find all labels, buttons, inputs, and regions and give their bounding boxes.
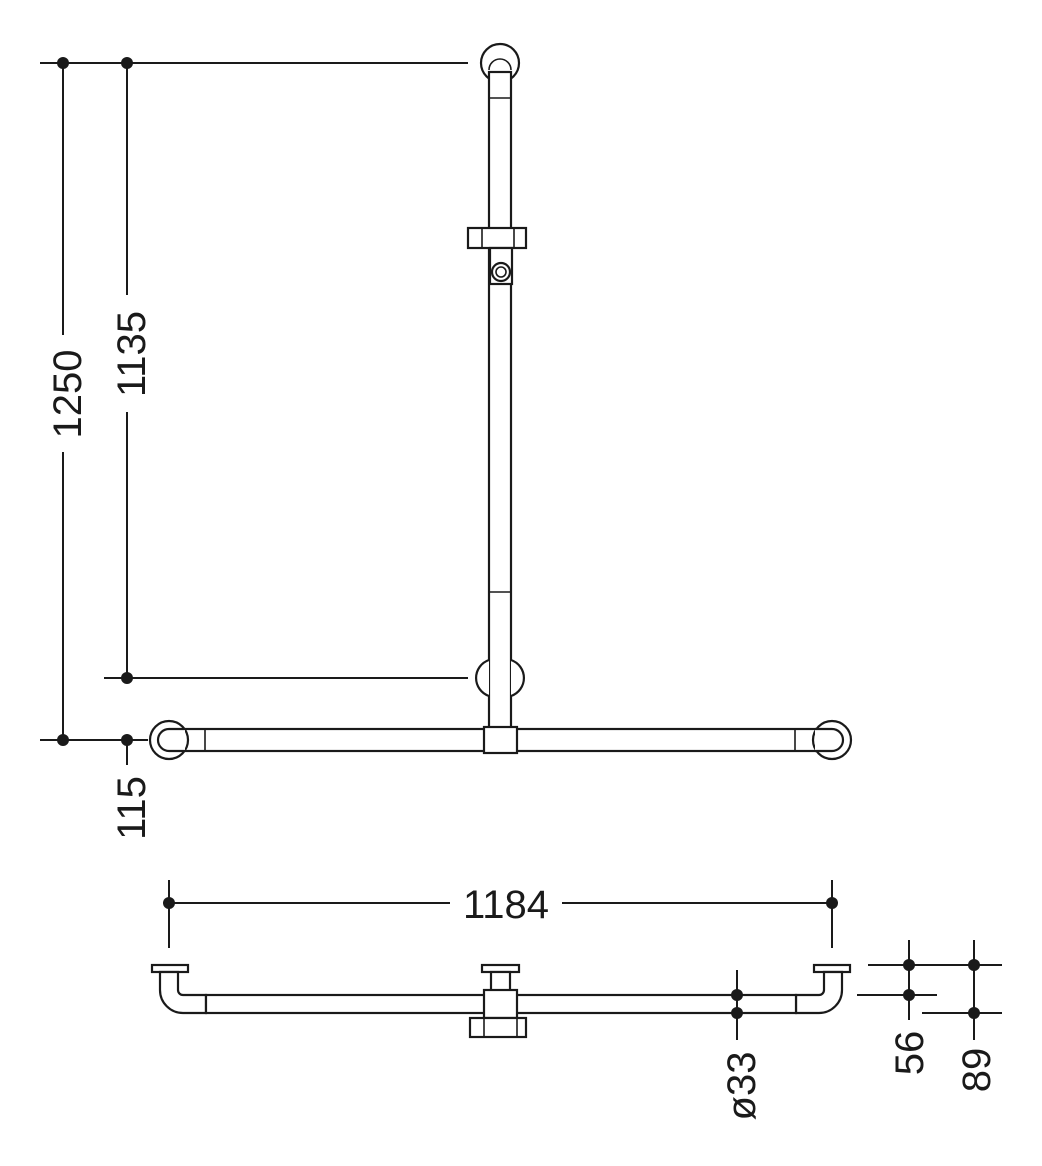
dimension-115: 115 xyxy=(110,734,154,840)
dimension-label-1184: 1184 xyxy=(463,883,549,927)
plan-center-mount xyxy=(468,963,528,1039)
t-connector xyxy=(482,725,519,755)
dimension-1184: 1184 xyxy=(163,880,838,948)
dimension-label-115: 115 xyxy=(110,776,154,840)
vertical-rail xyxy=(487,70,513,730)
dimension-label-diameter: ø33 xyxy=(720,1052,764,1121)
dimension-label-1250: 1250 xyxy=(46,350,90,439)
plan-right-leg xyxy=(794,963,852,1015)
dimension-label-1135: 1135 xyxy=(110,311,154,397)
plan-left-leg xyxy=(150,963,208,1015)
dimension-89: 89 xyxy=(922,940,1002,1092)
dimension-diameter: ø33 xyxy=(720,970,764,1120)
right-wall-flange xyxy=(811,719,853,761)
front-view xyxy=(148,42,853,761)
dimension-label-89: 89 xyxy=(955,1048,999,1093)
dimension-1135: 1135 xyxy=(104,57,468,684)
dimension-56: 56 xyxy=(857,940,1002,1075)
dimension-1250: 1250 xyxy=(40,57,468,746)
shower-holder xyxy=(466,226,528,286)
plan-view xyxy=(150,963,852,1039)
dimension-label-56: 56 xyxy=(888,1031,932,1076)
middle-wall-flange xyxy=(474,658,526,698)
left-wall-flange xyxy=(148,719,190,761)
